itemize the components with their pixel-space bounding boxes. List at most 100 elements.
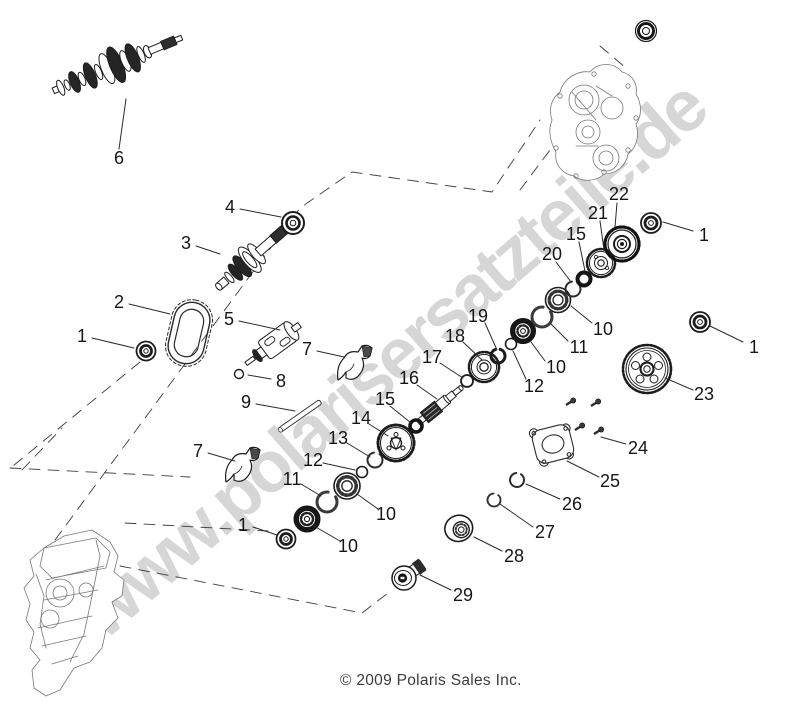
screw <box>565 397 577 407</box>
flanged-bearing <box>444 514 474 543</box>
drain-plug <box>391 558 427 591</box>
callout-label-12: 12 <box>523 376 545 396</box>
gear-with-bearing <box>603 225 641 263</box>
callout-label-10: 10 <box>375 504 397 524</box>
shift-drum <box>244 321 302 366</box>
leader-lines <box>91 98 744 591</box>
copyright-text: © 2009 Polaris Sales Inc. <box>340 672 522 689</box>
screw <box>593 426 605 436</box>
callout-label-3: 3 <box>180 233 192 253</box>
leader-line-28 <box>473 536 503 552</box>
leader-line-12 <box>322 462 356 471</box>
callout-label-16: 16 <box>398 368 420 388</box>
shift-fork-shaft <box>277 399 322 433</box>
thrust-washer <box>355 465 369 479</box>
callout-label-5: 5 <box>223 309 235 329</box>
callout-label-23: 23 <box>693 384 715 404</box>
ball-bearing <box>333 472 361 500</box>
leader-line-16 <box>416 384 438 400</box>
ball-bearing <box>281 211 305 235</box>
callout-label-7: 7 <box>192 441 204 461</box>
leader-line-24 <box>600 436 627 445</box>
input-shaft <box>215 222 293 291</box>
leader-line-7 <box>316 350 345 358</box>
snap-ring <box>530 305 554 329</box>
leader-line-1 <box>662 221 694 232</box>
callout-label-17: 17 <box>421 347 443 367</box>
gear <box>467 350 501 384</box>
leader-line-2 <box>128 303 171 315</box>
leader-line-10 <box>530 341 546 362</box>
leader-line-10 <box>313 525 341 542</box>
leader-line-6 <box>118 98 127 150</box>
thrust-washer <box>504 337 518 351</box>
spacer-washer <box>575 270 593 288</box>
bearing-retainer-plate <box>528 423 575 467</box>
leader-line-11 <box>549 322 569 342</box>
callout-label-15: 15 <box>565 224 587 244</box>
leader-line-27 <box>499 503 534 528</box>
leader-line-1 <box>709 325 744 343</box>
ball-bearing <box>135 340 157 362</box>
callout-label-1: 1 <box>698 225 710 245</box>
leader-line-25 <box>566 460 600 478</box>
callout-label-7: 7 <box>301 339 313 359</box>
leader-line-19 <box>484 322 498 351</box>
leader-line-1 <box>252 526 278 536</box>
gearcase-cover <box>549 64 641 181</box>
callout-label-10: 10 <box>545 357 567 377</box>
transmission-housing <box>23 529 125 697</box>
leader-line-26 <box>525 483 561 500</box>
o-ring <box>486 492 502 508</box>
leader-line-20 <box>555 261 572 283</box>
leader-line-8 <box>247 374 272 380</box>
leader-line-9 <box>255 403 296 412</box>
callout-label-22: 22 <box>608 184 630 204</box>
snap-ring <box>366 451 384 469</box>
callout-label-4: 4 <box>224 197 236 217</box>
callout-label-15: 15 <box>374 389 396 409</box>
callout-label-19: 19 <box>467 306 489 326</box>
callout-label-27: 27 <box>534 522 556 542</box>
o-ring <box>509 472 525 488</box>
leader-line-13 <box>346 442 371 458</box>
snap-ring <box>564 280 582 298</box>
leader-line-12 <box>512 350 527 380</box>
ball-bearing <box>293 505 321 533</box>
leader-line-10 <box>356 493 379 510</box>
callout-label-11: 11 <box>569 337 589 357</box>
leader-line-4 <box>239 208 282 218</box>
shift-fork <box>225 446 261 483</box>
leader-line-14 <box>368 423 389 437</box>
gear-cluster-assembly <box>51 34 184 96</box>
callout-label-28: 28 <box>503 546 525 566</box>
pinion-shaft <box>415 385 464 426</box>
callout-label-24: 24 <box>627 438 649 458</box>
callout-label-2: 2 <box>113 292 125 312</box>
callout-label-8: 8 <box>275 371 287 391</box>
snap-ring <box>315 490 339 514</box>
callout-label-1: 1 <box>76 326 88 346</box>
leader-line-10 <box>570 305 593 324</box>
callout-label-6: 6 <box>113 148 125 168</box>
spacer-ring <box>489 347 507 365</box>
leader-line-18 <box>462 341 483 361</box>
leader-line-11 <box>300 483 322 497</box>
flange-nut <box>634 19 658 43</box>
callout-label-29: 29 <box>452 585 474 605</box>
callout-label-26: 26 <box>561 494 583 514</box>
ball-bearing <box>640 212 662 234</box>
thrust-washer <box>460 374 474 388</box>
callout-label-10: 10 <box>592 319 614 339</box>
leader-line-23 <box>664 377 694 391</box>
leader-line-15 <box>578 241 586 272</box>
callout-label-25: 25 <box>599 471 621 491</box>
ball-bearing <box>275 528 297 550</box>
leader-line-29 <box>419 574 452 591</box>
leader-line-22 <box>614 202 618 228</box>
drive-chain <box>164 299 214 367</box>
callout-label-12: 12 <box>302 450 324 470</box>
ball-bearing <box>510 318 536 344</box>
